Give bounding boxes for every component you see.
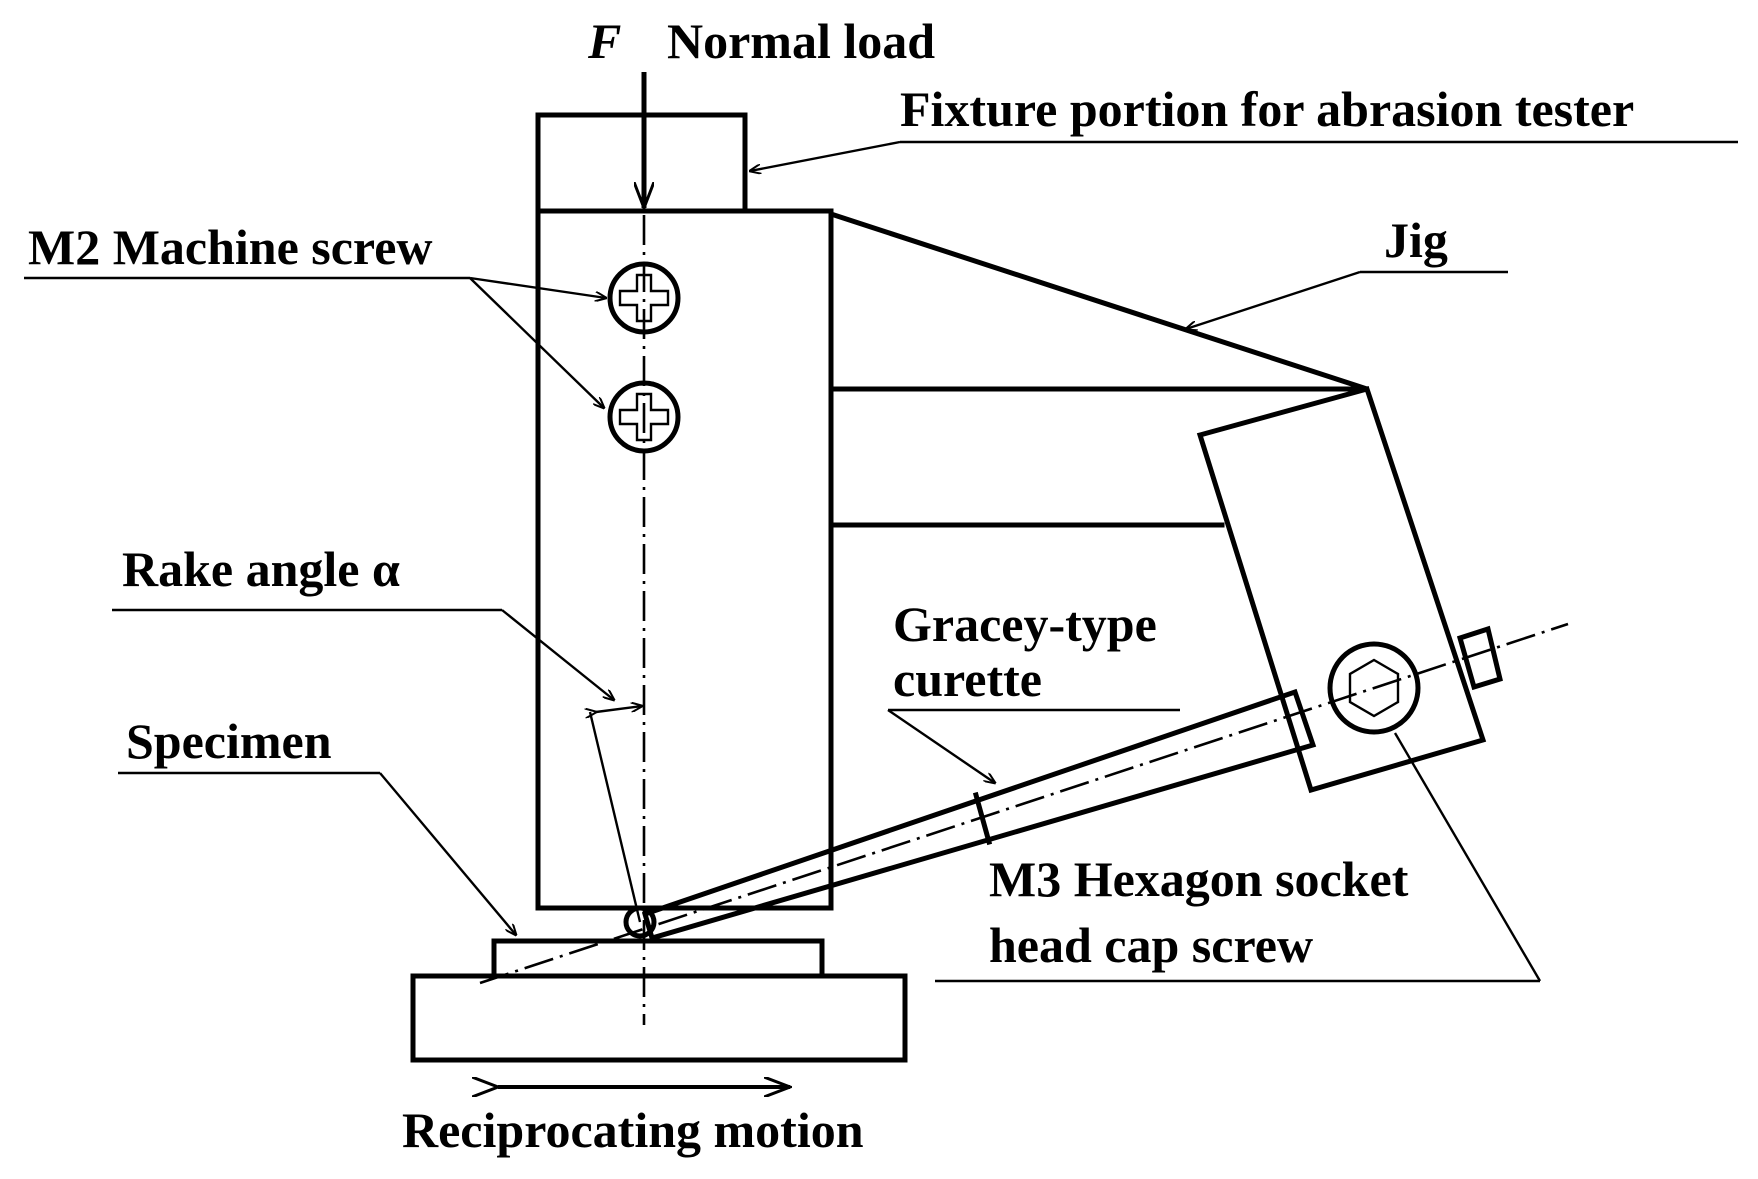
m2-screw-upper [607, 261, 681, 335]
specimen-block [491, 938, 825, 979]
jig-label: Jig [1384, 212, 1448, 268]
specimen-leader [118, 771, 516, 935]
m2-screw-lower [607, 380, 681, 454]
m3-screw-label-line1: M3 Hexagon socket [989, 851, 1409, 907]
base-block [410, 973, 908, 1063]
specimen-label: Specimen [126, 713, 332, 769]
curette-tip [623, 905, 657, 939]
curette-end-cap [1456, 625, 1503, 691]
curette-label-line2: curette [893, 651, 1042, 707]
m3-leader [935, 732, 1542, 983]
force-symbol: F [587, 13, 621, 69]
normal-load-label: Normal load [667, 13, 935, 69]
m2-leader [24, 276, 606, 408]
rake-angle-label: Rake angle α [122, 541, 400, 597]
curette-label-line1: Gracey-type [893, 596, 1157, 652]
jig-body [535, 208, 834, 911]
curette-centerline [479, 622, 1569, 985]
jig-leader [1186, 270, 1508, 329]
motion-label: Reciprocating motion [402, 1102, 864, 1158]
m3-screw [1327, 641, 1421, 735]
curette-leader [887, 708, 1180, 783]
jig-arm [828, 210, 1368, 392]
rake-angle-arc [596, 706, 642, 712]
fixture-leader [750, 140, 1738, 171]
curette-holder-block [1196, 385, 1487, 794]
rake-leader [112, 608, 614, 700]
fixture-label: Fixture portion for abrasion tester [900, 81, 1634, 137]
rake-angle-line [588, 711, 642, 923]
m2-screw-label: M2 Machine screw [28, 219, 433, 275]
m3-screw-label-line2: head cap screw [989, 917, 1313, 973]
